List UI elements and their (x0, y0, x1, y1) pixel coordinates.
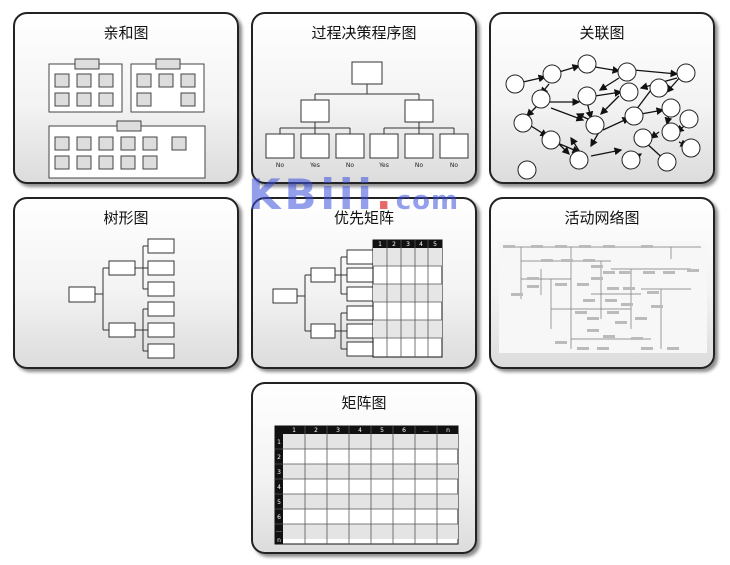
matrix-col-header: 1 (292, 427, 296, 434)
matrix-col-header: n (446, 427, 450, 434)
priority-col-header: 3 (406, 241, 410, 248)
matrix-col-header: 4 (358, 427, 362, 434)
matrix-row-header: 6 (277, 514, 281, 521)
matrix-col-header: 2 (314, 427, 318, 434)
pdpc-label: No (346, 162, 354, 169)
prioritization-matrix-figure: 1 2 3 4 5 (272, 239, 443, 358)
pdpc-diagram-card: 过程决策程序图 No Yes No Yes No No (251, 12, 477, 184)
pdpc-label: Yes (378, 162, 389, 169)
tree-diagram-card: 树形图 (13, 197, 239, 369)
matrix-row-header: 1 (277, 439, 281, 446)
matrix-col-header: 3 (336, 427, 340, 434)
activity-network-figure (499, 241, 707, 353)
interrelationship-diagram-card: 关联图 (489, 12, 715, 184)
pdpc-diagram-figure: No Yes No Yes No No (265, 61, 469, 169)
activity-network-card: 活动网络图 (489, 197, 715, 369)
matrix-row-header: 5 (277, 499, 281, 506)
priority-col-header: 2 (392, 241, 396, 248)
matrix-row-header: 3 (277, 469, 281, 476)
prioritization-matrix-card: 优先矩阵 (251, 197, 477, 369)
matrix-row-header: ... (276, 527, 282, 534)
card-title: 亲和图 (103, 24, 149, 42)
matrix-diagram-figure: 1 2 3 4 5 6 ... n 1 2 3 4 5 6 ... n (274, 425, 459, 545)
matrix-col-header: 5 (380, 427, 384, 434)
interrelationship-diagram-figure (505, 54, 701, 180)
card-title: 优先矩阵 (333, 209, 394, 227)
card-title: 关联图 (579, 24, 625, 42)
pdpc-label: No (415, 162, 423, 169)
matrix-row-header: 4 (277, 484, 281, 491)
matrix-row-header: n (277, 537, 281, 544)
priority-col-header: 5 (433, 241, 437, 248)
matrix-row-header: 2 (277, 454, 281, 461)
pdpc-label: Yes (309, 162, 320, 169)
matrix-col-header: 6 (402, 427, 406, 434)
pdpc-label: No (450, 162, 458, 169)
tree-diagram-figure (68, 238, 175, 359)
matrix-diagram-card: 矩阵图 1 2 3 4 5 6 ... n 1 (251, 382, 477, 554)
priority-col-header: 4 (419, 241, 423, 248)
card-title: 矩阵图 (341, 394, 387, 412)
affinity-diagram-figure (48, 58, 206, 179)
priority-col-header: 1 (378, 241, 382, 248)
affinity-diagram-card: 亲和图 (13, 12, 239, 184)
card-title: 树形图 (103, 209, 149, 227)
matrix-col-header: ... (423, 427, 429, 434)
pdpc-label: No (276, 162, 284, 169)
card-title: 活动网络图 (564, 209, 640, 227)
card-title: 过程决策程序图 (311, 24, 417, 42)
